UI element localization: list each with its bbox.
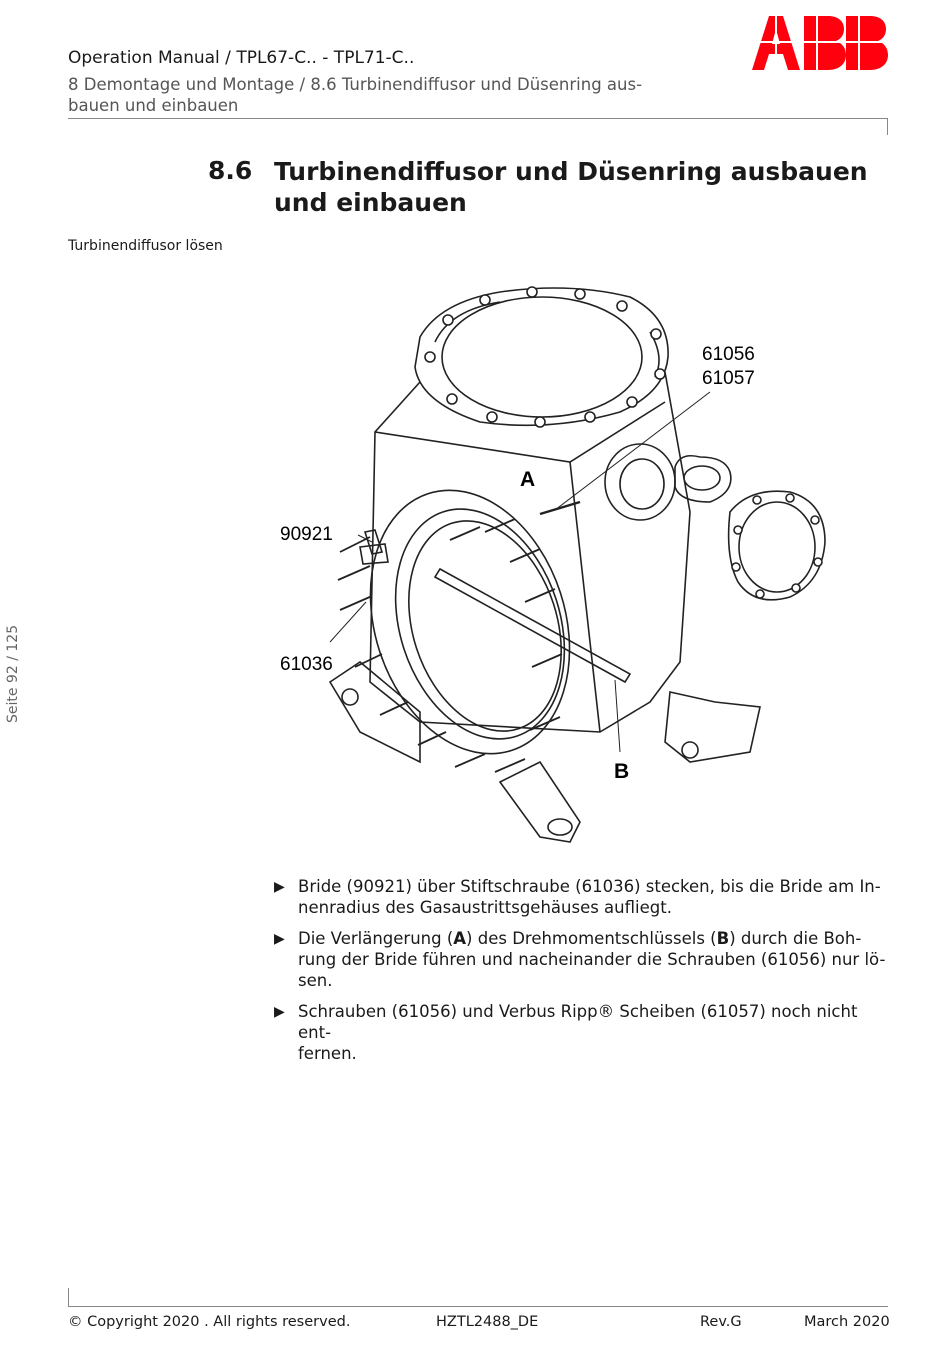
page-indicator: Seite 92 / 125: [5, 624, 21, 723]
part-label-90921: 90921: [280, 524, 333, 545]
header-divider: [68, 118, 888, 119]
part-label-61056: 61056: [702, 344, 755, 365]
instruction-step: ▶ Die Verlängerung (A) des Drehmomentsch…: [274, 929, 886, 990]
callout-letter-b: B: [614, 760, 630, 783]
instruction-step: ▶ Schrauben (61056) und Verbus Ripp® Sch…: [274, 1002, 858, 1063]
document-title: Operation Manual / TPL67-C.. - TPL71-C..: [68, 48, 415, 68]
abb-logo: [752, 16, 888, 70]
callout-letter-a: A: [520, 468, 536, 491]
instruction-list: ▶ Bride (90921) über Stiftschraube (6103…: [272, 876, 892, 1074]
footer-divider-tick: [68, 1288, 69, 1306]
header-divider-tick: [887, 118, 888, 135]
part-label-61036: 61036: [280, 654, 333, 675]
bullet-triangle-icon: ▶: [274, 931, 285, 947]
step-group-label: Turbinendiffusor lösen: [68, 238, 223, 254]
chapter-breadcrumb: 8 Demontage und Montage / 8.6 Turbinendi…: [68, 75, 643, 115]
document-id: HZTL2488_DE: [436, 1314, 539, 1330]
revision: Rev.G: [700, 1314, 742, 1330]
technical-illustration: [328, 286, 826, 843]
footer-divider: [68, 1306, 888, 1307]
section-number: 8.6: [208, 156, 253, 185]
turbine-diffuser-drawing: 61056 61057 90921 61036 A B: [270, 262, 900, 862]
bullet-triangle-icon: ▶: [274, 879, 285, 895]
instruction-step: ▶ Bride (90921) über Stiftschraube (6103…: [274, 877, 881, 917]
bullet-triangle-icon: ▶: [274, 1004, 285, 1020]
copyright-notice: © Copyright 2020 . All rights reserved.: [68, 1314, 351, 1330]
publication-date: March 2020: [804, 1314, 890, 1330]
section-title: Turbinendiffusor und Düsenring ausbauen …: [274, 157, 868, 217]
part-label-61057: 61057: [702, 368, 755, 389]
